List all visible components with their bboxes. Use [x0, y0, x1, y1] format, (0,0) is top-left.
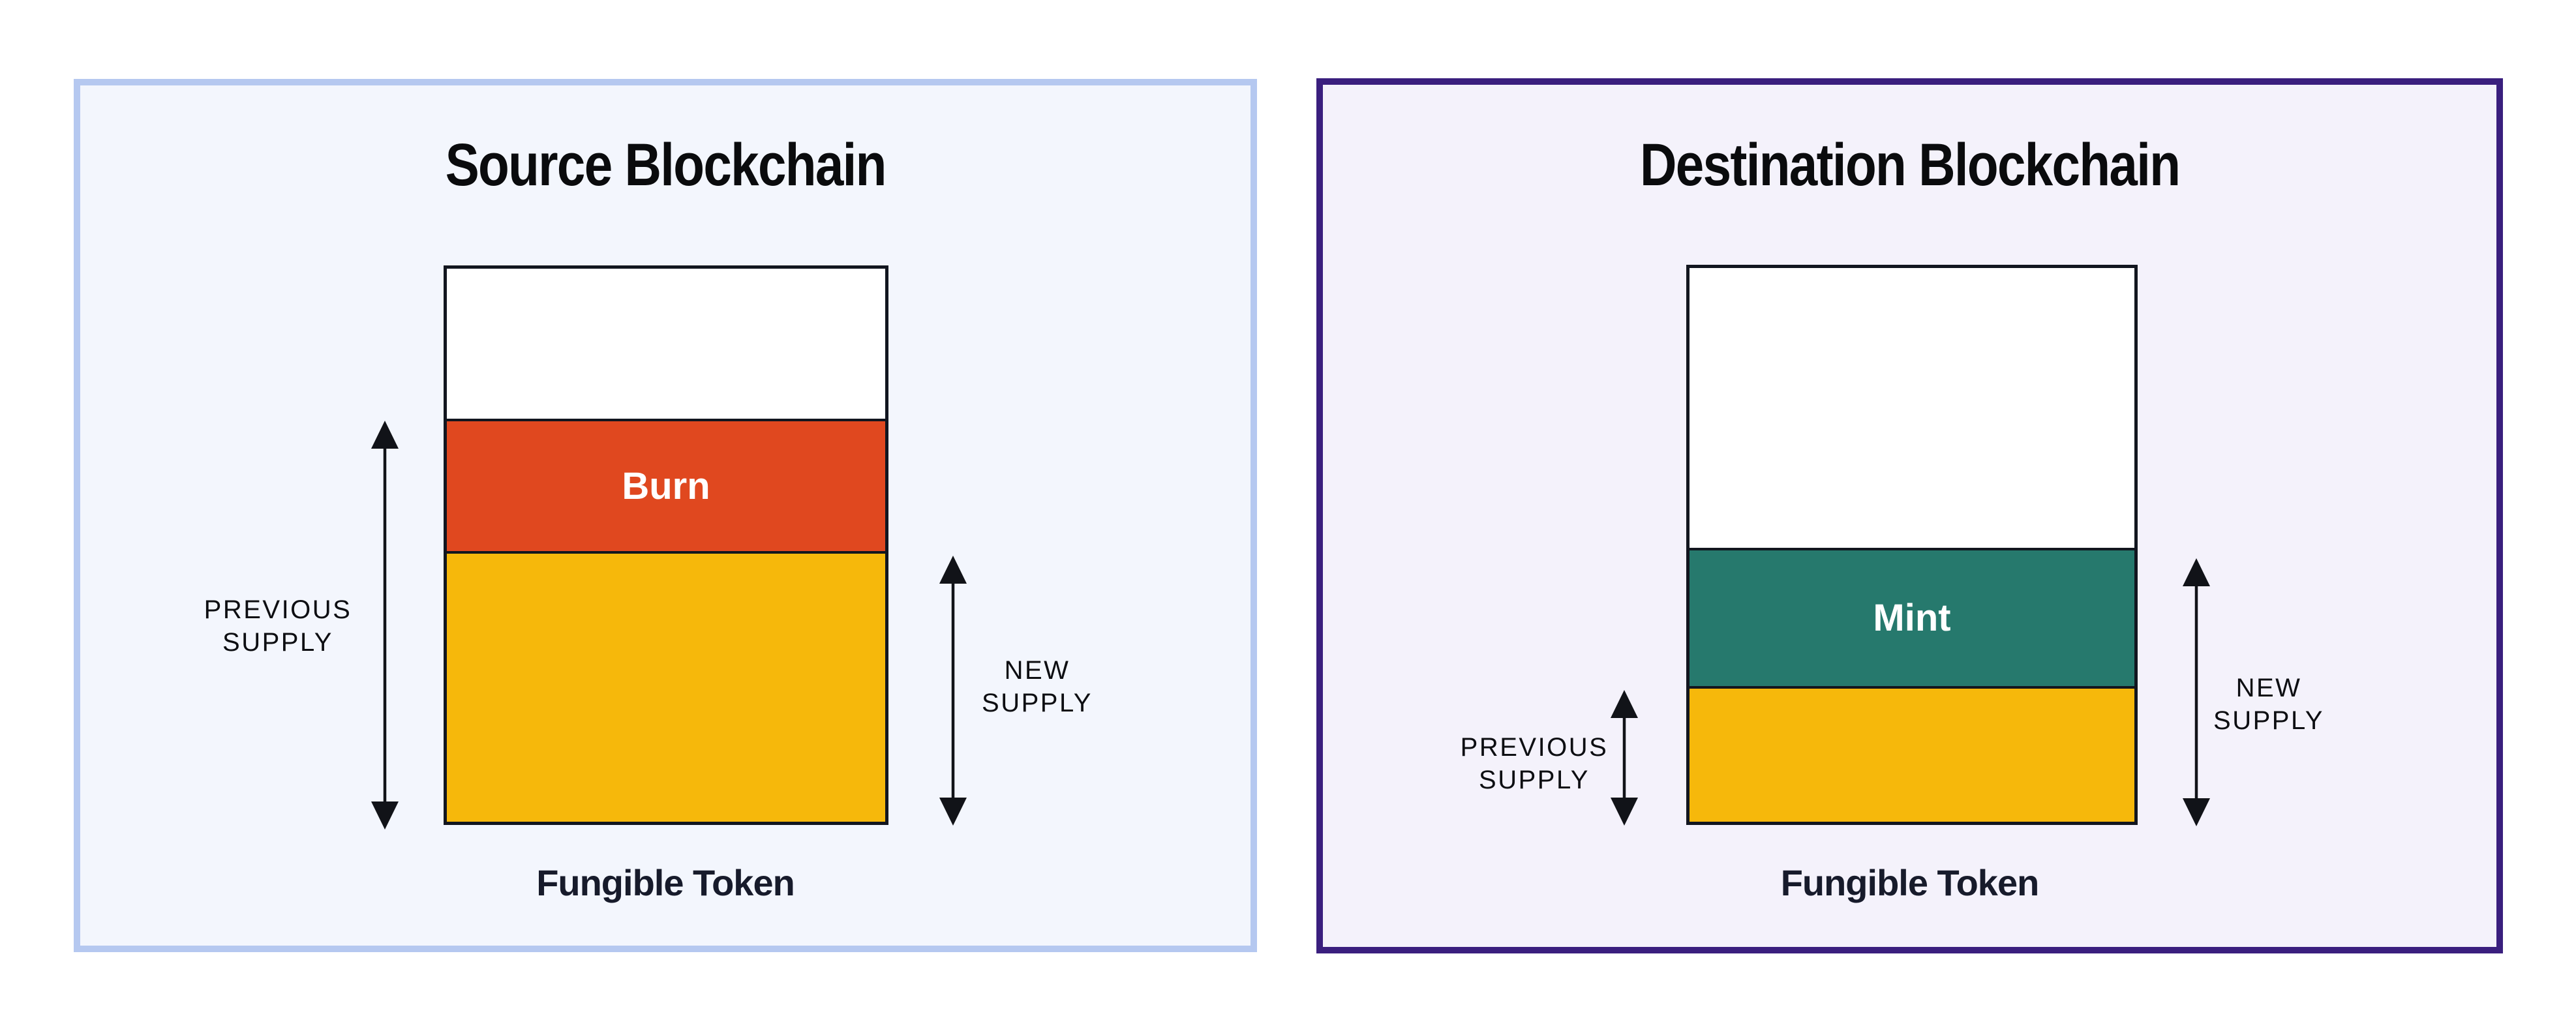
source-panel-title-text: Source Blockchain: [445, 132, 886, 198]
destination-new-supply-label-line2: SUPPLY: [2213, 706, 2324, 735]
destination-bar-headroom-segment: [1690, 268, 2134, 548]
destination-previous-supply-label: PREVIOUS SUPPLY: [1461, 731, 1609, 796]
source-new-supply-label-line2: SUPPLY: [982, 689, 1093, 717]
destination-panel-title: Destination Blockchain: [1316, 134, 2503, 196]
source-previous-supply-label: PREVIOUS SUPPLY: [204, 593, 352, 659]
destination-previous-supply-label-line1: PREVIOUS: [1460, 733, 1609, 762]
destination-new-supply-label-line1: NEW: [2235, 674, 2302, 702]
destination-fungible-token-caption: Fungible Token: [1780, 862, 2040, 903]
destination-supply-bar: Mint: [1686, 265, 2138, 825]
source-new-supply-arrow-icon: [939, 556, 967, 826]
source-fungible-token-caption: Fungible Token: [536, 862, 795, 903]
source-bar-burn-segment: Burn: [447, 419, 885, 554]
mint-segment-label: Mint: [1873, 597, 1951, 639]
source-previous-supply-label-line1: PREVIOUS: [204, 595, 352, 624]
source-previous-supply-label-line2: SUPPLY: [222, 628, 333, 657]
source-bar-supply-segment: [447, 554, 885, 822]
destination-new-supply-arrow-icon: [2183, 558, 2210, 826]
source-new-supply-label: NEW SUPPLY: [982, 654, 1093, 719]
source-panel-title: Source Blockchain: [74, 134, 1257, 196]
destination-new-supply-label: NEW SUPPLY: [2213, 672, 2324, 737]
destination-bar-mint-segment: Mint: [1690, 548, 2134, 689]
source-bar-headroom-segment: [447, 269, 885, 419]
source-previous-supply-arrow-icon: [371, 421, 399, 830]
destination-panel-title-text: Destination Blockchain: [1639, 132, 2181, 198]
destination-bar-supply-segment: [1690, 689, 2134, 822]
destination-previous-supply-arrow-icon: [1611, 690, 1638, 826]
destination-previous-supply-label-line2: SUPPLY: [1479, 766, 1590, 794]
burn-segment-label: Burn: [622, 464, 710, 507]
source-new-supply-label-line1: NEW: [1004, 656, 1070, 685]
source-supply-bar: Burn: [444, 265, 888, 825]
